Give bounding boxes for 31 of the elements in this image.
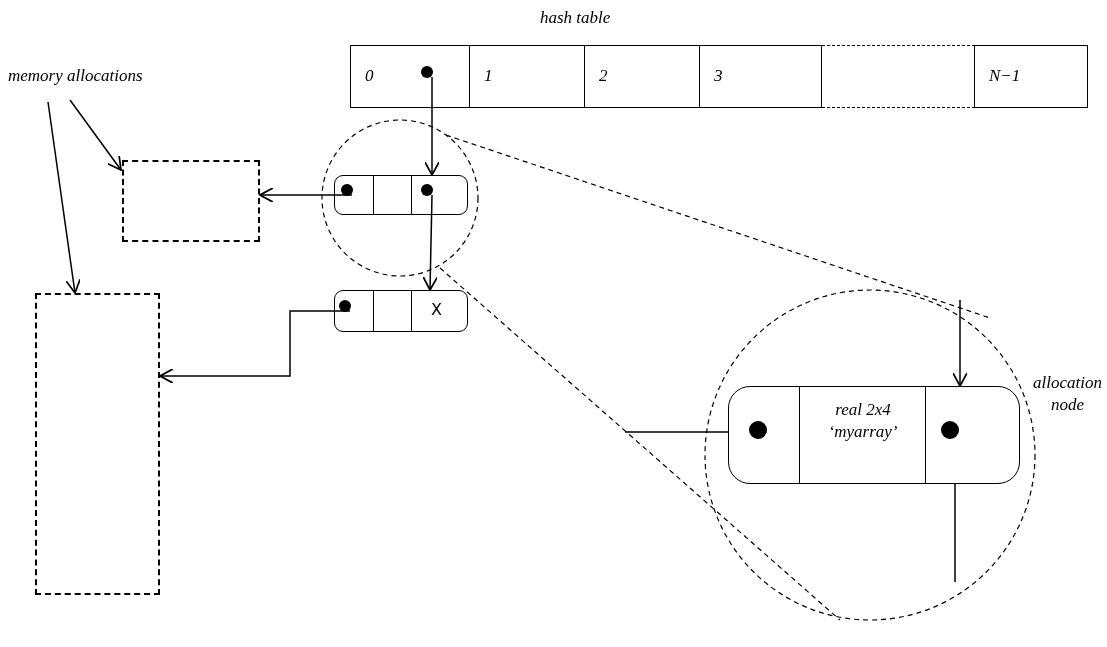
cell-index: 2 [599,66,608,86]
connector-line [954,483,956,583]
connector-line [624,431,729,433]
arrow [424,76,440,176]
arrow [159,310,351,384]
table-cell [975,45,1088,108]
cell-index: 0 [365,66,374,86]
hash-table [350,8,1088,108]
memory-block [35,293,160,595]
memory-block [122,160,260,242]
callout-text: memory allocations [8,66,143,85]
node-text: real 2x4 ‘myarray’ [827,399,899,443]
table-cell [585,45,700,108]
table-heading: hash table [540,8,611,28]
cell-index: 1 [484,66,493,86]
cell-index: 3 [714,66,723,86]
table-cell [470,45,585,108]
list-node [334,175,468,215]
arrow [422,194,439,291]
list-node [728,386,1020,484]
table-cell [350,45,470,108]
table-cell [822,45,975,108]
list-node [334,290,468,332]
arrow [952,299,968,387]
table-cell [700,45,822,108]
leader-line [47,101,81,294]
null-mark: X [431,300,442,319]
arrow [259,187,353,203]
cell-index: N−1 [989,66,1021,86]
caption-text: allocation node [1032,372,1103,416]
leader-line [69,99,122,171]
